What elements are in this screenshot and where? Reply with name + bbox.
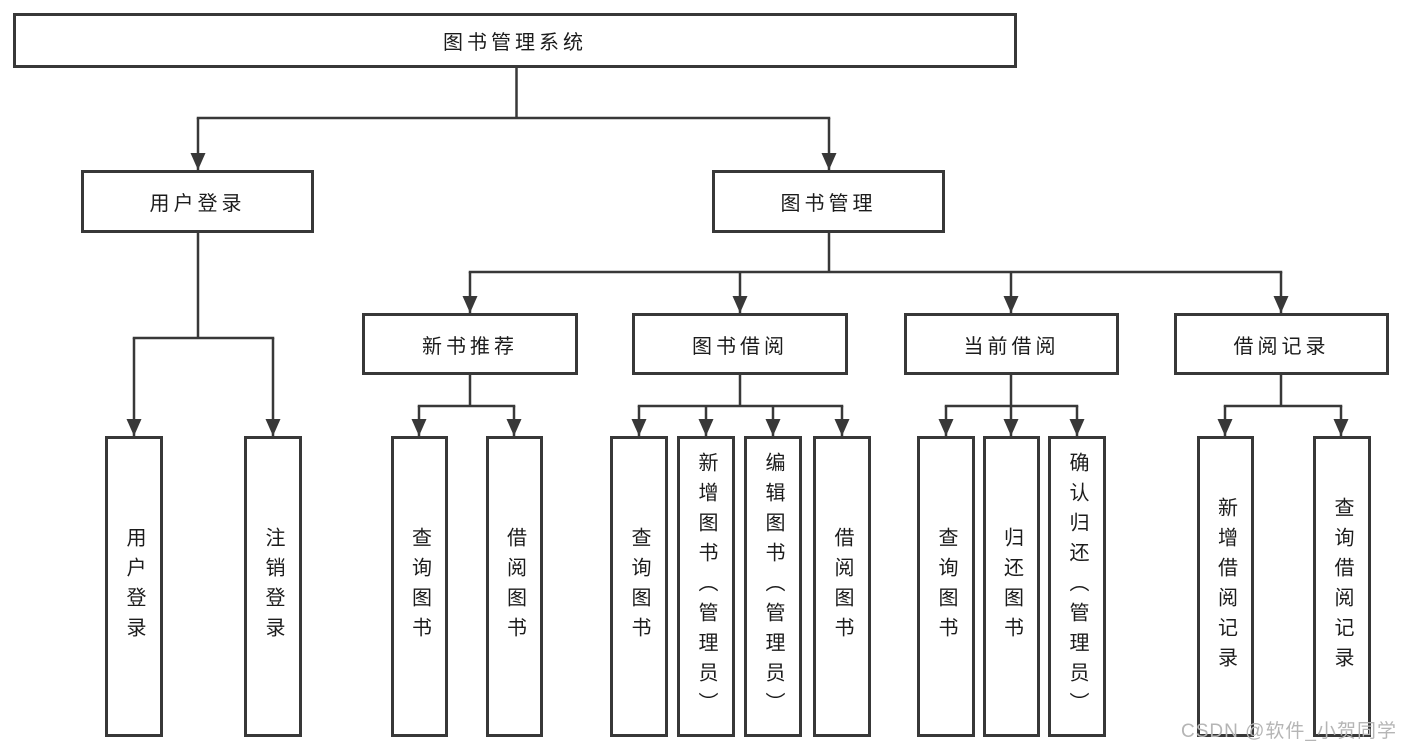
node-library-system-label: 图书管理系统 [443,32,587,54]
node-book-borrowing-label: 图书借阅 [692,335,788,358]
connector-new-book-branch [417,373,516,408]
connector-root-to-level2 [196,66,831,120]
leaf-recommend-query-books-label: 查询图书 [408,526,431,647]
leaf-return-books-label: 归还图书 [1000,526,1023,647]
leaf-edit-books-admin-label: 编辑图书（管理员） [762,451,784,722]
leaf-query-borrow-record-label: 查询借阅记录 [1331,496,1353,677]
leaf-borrowing-query-books-label: 查询图书 [628,526,650,647]
leaf-add-borrow-record-label: 新增借阅记录 [1214,496,1237,677]
node-borrowing-records-label: 借阅记录 [1233,335,1330,358]
leaf-user-login: 用户登录 [105,436,163,737]
connector-book-management-branch [468,231,1283,274]
leaf-borrow-books: 借阅图书 [813,436,871,737]
node-new-book-recommendation: 新书推荐 [362,313,578,375]
leaf-logout-label: 注销登录 [262,526,284,647]
watermark: CSDN @软件_小贺同学 [1181,721,1397,742]
node-borrowing-records: 借阅记录 [1174,313,1389,375]
leaf-add-books-admin-label: 新增图书（管理员） [695,451,717,722]
connector-book-borrowing-branch [637,373,844,408]
leaf-confirm-return-admin: 确认归还（管理员） [1048,436,1106,737]
connector-user-login-branch [132,231,275,340]
node-book-borrowing: 图书借阅 [632,313,848,375]
leaf-borrowing-query-books: 查询图书 [610,436,668,737]
leaf-current-query-books: 查询图书 [917,436,975,737]
node-user-login: 用户登录 [81,170,314,233]
node-user-login-label: 用户登录 [149,193,246,215]
node-book-management: 图书管理 [712,170,945,233]
leaf-edit-books-admin: 编辑图书（管理员） [744,436,802,737]
node-current-borrowing: 当前借阅 [904,313,1119,375]
leaf-query-borrow-record: 查询借阅记录 [1313,436,1371,737]
leaf-recommend-borrow-books: 借阅图书 [486,436,543,737]
node-new-book-recommendation-label: 新书推荐 [422,335,518,358]
leaf-add-books-admin: 新增图书（管理员） [677,436,735,737]
leaf-logout: 注销登录 [244,436,302,737]
node-library-system: 图书管理系统 [13,13,1017,68]
node-current-borrowing-label: 当前借阅 [963,335,1060,358]
leaf-confirm-return-admin-label: 确认归还（管理员） [1066,451,1088,722]
leaf-current-query-books-label: 查询图书 [935,526,957,647]
leaf-user-login-label: 用户登录 [123,526,145,647]
connector-borrowing-records-branch [1223,373,1343,408]
node-book-management-label: 图书管理 [780,193,877,215]
leaf-borrow-books-label: 借阅图书 [831,526,853,647]
leaf-recommend-borrow-books-label: 借阅图书 [503,526,526,647]
leaf-return-books: 归还图书 [983,436,1040,737]
leaf-add-borrow-record: 新增借阅记录 [1197,436,1254,737]
leaf-recommend-query-books: 查询图书 [391,436,448,737]
connector-current-borrowing-branch [944,373,1079,408]
